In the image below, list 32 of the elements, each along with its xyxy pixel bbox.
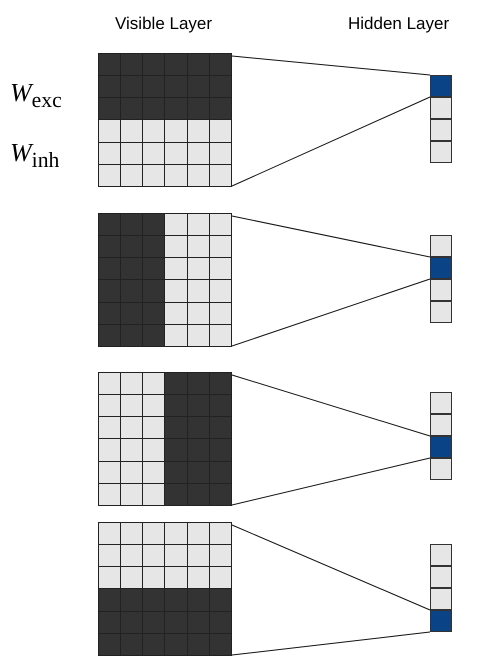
hidden-unit [430, 119, 452, 141]
layer-heading: Visible Layer [115, 14, 212, 34]
weight-grid [98, 522, 232, 656]
hidden-unit [430, 235, 452, 257]
weight-grid [98, 372, 232, 506]
connection-line [232, 458, 430, 506]
hidden-unit [430, 301, 452, 323]
connection-line [232, 632, 430, 656]
hidden-unit [430, 588, 452, 610]
connection-line [232, 278, 430, 346]
weight-grid [98, 53, 232, 187]
active-hidden-unit [430, 257, 452, 279]
connection-line [232, 524, 430, 610]
active-hidden-unit [430, 75, 452, 97]
hidden-unit [430, 392, 452, 414]
hidden-unit [430, 414, 452, 436]
active-hidden-unit [430, 610, 452, 632]
weight-grid [98, 213, 232, 347]
connection-line [232, 56, 430, 76]
hidden-unit [430, 141, 452, 163]
hidden-unit [430, 458, 452, 480]
connection-line [232, 374, 430, 436]
weight-label: W$_{exc}$ [10, 78, 62, 114]
hidden-unit [430, 97, 452, 119]
connection-line [232, 96, 430, 186]
hidden-unit [430, 544, 452, 566]
layer-heading: Hidden Layer [348, 14, 450, 34]
connection-line [232, 216, 430, 258]
active-hidden-unit [430, 436, 452, 458]
hidden-unit [430, 566, 452, 588]
weight-label: W$_{inh}$ [10, 138, 60, 174]
hidden-unit [430, 279, 452, 301]
